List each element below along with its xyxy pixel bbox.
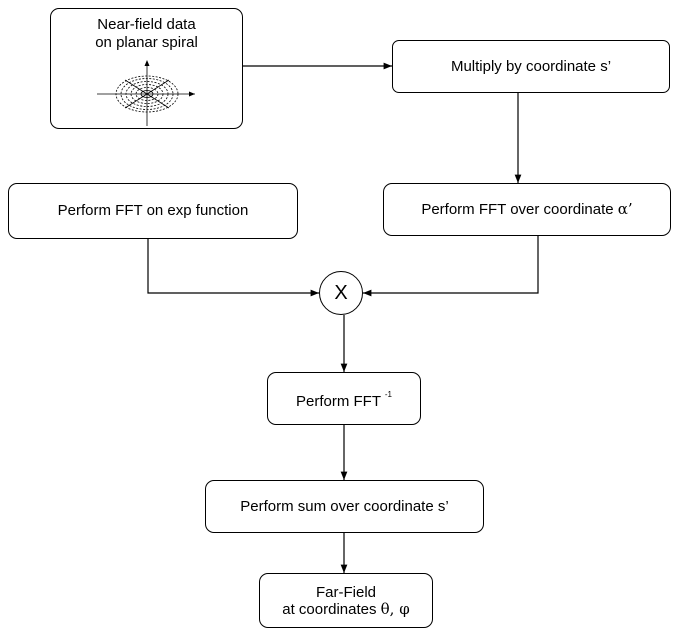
near-field-line1: Near-field data (97, 16, 196, 33)
fft-alpha-box: Perform FFT over coordinate α’ (383, 183, 671, 236)
sum-over-coordinate-box: Perform sum over coordinate s’ (205, 480, 484, 533)
inverse-superscript: -1 (384, 390, 393, 399)
theta-phi-symbols: θ, φ (380, 599, 410, 618)
sum-label: Perform sum over coordinate s’ (240, 497, 449, 515)
far-field-line2: at coordinates θ, φ (282, 599, 410, 618)
fft-exp-label: Perform FFT on exp function (57, 202, 249, 219)
inverse-fft-box: Perform FFT -1 (267, 372, 421, 425)
alpha-symbol: α’ (617, 200, 633, 218)
arrow-fft-exp-to-multiply-node (147, 239, 319, 297)
planar-spiral-icon (96, 60, 195, 126)
far-field-box: Far-Field at coordinates θ, φ (259, 573, 433, 628)
multiply-by-coordinate-box: Multiply by coordinate s’ (392, 40, 670, 93)
arrow-fft-alpha-to-multiply-node (363, 236, 539, 297)
inverse-fft-label: Perform FFT -1 (295, 390, 393, 410)
near-field-data-box: Near-field data on planar spiral (50, 8, 243, 129)
multiply-node-label: X (334, 281, 348, 304)
far-field-line1: Far-Field (315, 583, 376, 601)
near-field-line2: on planar spiral (95, 34, 198, 51)
multiply-label: Multiply by coordinate s’ (450, 57, 612, 75)
fft-alpha-label: Perform FFT over coordinate α’ (421, 200, 633, 218)
fft-exp-function-box: Perform FFT on exp function (8, 183, 298, 239)
multiply-node: X (319, 271, 363, 315)
